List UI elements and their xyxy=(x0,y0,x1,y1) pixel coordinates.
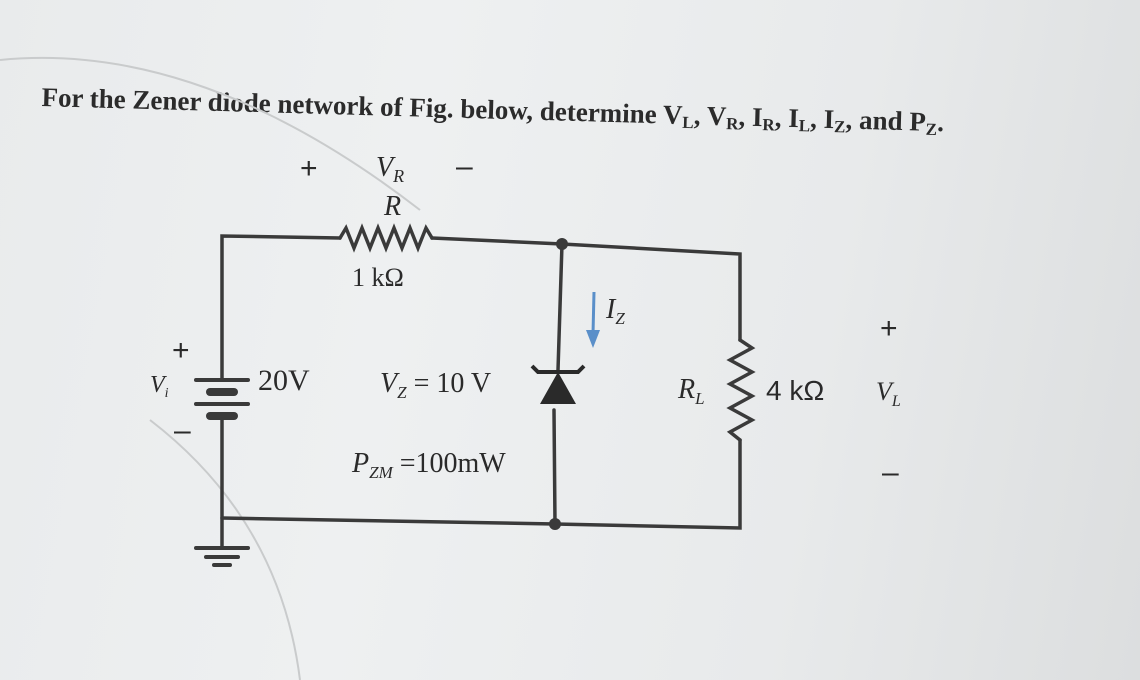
rl-label: RL xyxy=(677,374,705,408)
r-label: R xyxy=(383,191,401,222)
source-plus-sign: + xyxy=(172,334,190,367)
wire-zener-bottom xyxy=(552,408,557,526)
resistor-rl xyxy=(726,338,756,442)
source-minus-sign: – xyxy=(174,414,191,447)
ground-icon xyxy=(194,546,250,567)
source-value: 20V xyxy=(258,364,310,397)
wire-left-top xyxy=(220,234,342,382)
circuit-wires xyxy=(220,223,756,550)
vr-label: VR xyxy=(376,152,404,186)
vz-label: VZ = 10 V xyxy=(380,368,491,402)
pzm-label: PZM =100mW xyxy=(351,448,506,482)
rl-value: 4 kΩ xyxy=(766,375,824,406)
wire-zener-top xyxy=(556,242,564,372)
node-top xyxy=(556,238,568,250)
vr-plus-sign: + xyxy=(300,152,318,185)
zener-diode-icon xyxy=(530,364,586,404)
iz-label: IZ xyxy=(605,294,625,328)
wire-bottom xyxy=(220,516,557,526)
vl-plus-sign: + xyxy=(880,312,898,345)
r-value: 1 kΩ xyxy=(352,263,404,292)
vl-label: VL xyxy=(876,377,901,410)
resistor-r xyxy=(338,223,434,253)
vi-label: Vi xyxy=(150,372,169,401)
iz-arrow-icon xyxy=(586,291,600,348)
vl-minus-sign: – xyxy=(882,456,899,489)
wire-rl-bottom xyxy=(553,438,742,530)
paper-crease xyxy=(149,419,301,680)
node-bottom xyxy=(549,518,561,530)
paper-crease xyxy=(0,56,421,211)
vr-minus-sign: – xyxy=(456,150,473,183)
wire-top-right xyxy=(430,236,742,342)
battery-symbol xyxy=(194,378,250,420)
